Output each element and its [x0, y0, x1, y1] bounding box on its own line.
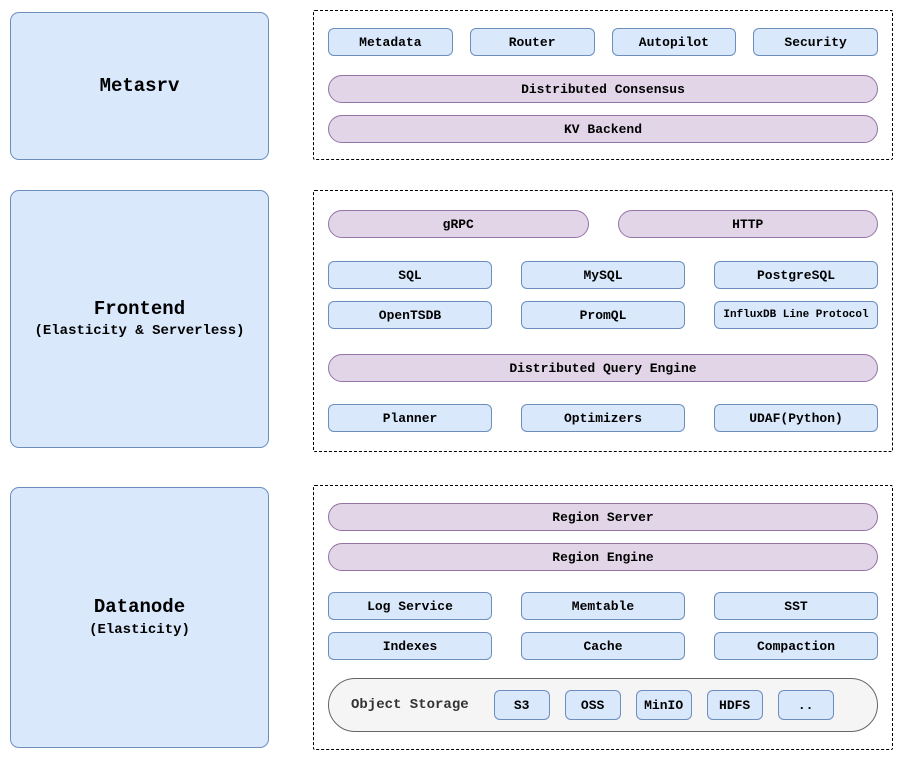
- pill-region-engine: Region Engine: [328, 543, 878, 571]
- metasrv-modules-row: Metadata Router Autopilot Security: [328, 28, 878, 56]
- panel-datanode-title: Datanode: [93, 596, 186, 618]
- frontend-protocols-row1: SQL MySQL PostgreSQL: [328, 261, 878, 289]
- pill-region-server: Region Server: [328, 503, 878, 531]
- box-influxdb-line-protocol: InfluxDB Line Protocol: [714, 301, 878, 329]
- box-opentsdb: OpenTSDB: [328, 301, 492, 329]
- box-optimizers: Optimizers: [521, 404, 685, 432]
- box-compaction: Compaction: [714, 632, 878, 660]
- box-planner: Planner: [328, 404, 492, 432]
- panel-frontend: Frontend (Elasticity & Serverless): [10, 190, 269, 448]
- box-sst: SST: [714, 592, 878, 620]
- box-udaf-python: UDAF(Python): [714, 404, 878, 432]
- box-mysql: MySQL: [521, 261, 685, 289]
- datanode-components-container: Region Server Region Engine Log Service …: [313, 485, 893, 750]
- box-memtable: Memtable: [521, 592, 685, 620]
- box-indexes: Indexes: [328, 632, 492, 660]
- panel-datanode-subtitle: (Elasticity): [89, 621, 190, 638]
- pill-grpc: gRPC: [328, 210, 589, 238]
- panel-metasrv: Metasrv: [10, 12, 269, 160]
- datanode-modules-row1: Log Service Memtable SST: [328, 592, 878, 620]
- box-autopilot: Autopilot: [611, 28, 737, 56]
- box-security: Security: [753, 28, 878, 56]
- box-hdfs: HDFS: [706, 690, 763, 720]
- frontend-entry-row: gRPC HTTP: [328, 210, 878, 238]
- pill-distributed-consensus: Distributed Consensus: [328, 75, 878, 103]
- metasrv-components-container: Metadata Router Autopilot Security Distr…: [313, 10, 893, 160]
- box-promql: PromQL: [521, 301, 685, 329]
- frontend-protocols-row2: OpenTSDB PromQL InfluxDB Line Protocol: [328, 301, 878, 329]
- box-sql: SQL: [328, 261, 492, 289]
- frontend-query-modules-row: Planner Optimizers UDAF(Python): [328, 404, 878, 432]
- box-metadata: Metadata: [328, 28, 453, 56]
- box-postgresql: PostgreSQL: [714, 261, 878, 289]
- frontend-components-container: gRPC HTTP SQL MySQL PostgreSQL OpenTSDB …: [313, 190, 893, 452]
- panel-datanode: Datanode (Elasticity): [10, 487, 269, 748]
- box-other-backends: ..: [777, 690, 834, 720]
- datanode-modules-row2: Indexes Cache Compaction: [328, 632, 878, 660]
- box-oss: OSS: [564, 690, 621, 720]
- box-minio: MinIO: [635, 690, 692, 720]
- pill-kv-backend: KV Backend: [328, 115, 878, 143]
- pill-http: HTTP: [617, 210, 878, 238]
- box-router: Router: [469, 28, 595, 56]
- panel-frontend-title: Frontend: [93, 297, 186, 320]
- box-log-service: Log Service: [328, 592, 492, 620]
- object-storage-group: Object Storage S3 OSS MinIO HDFS ..: [328, 678, 878, 732]
- panel-metasrv-title: Metasrv: [99, 74, 180, 97]
- object-storage-label: Object Storage: [351, 697, 469, 713]
- pill-distributed-query-engine: Distributed Query Engine: [328, 354, 878, 382]
- box-cache: Cache: [521, 632, 685, 660]
- panel-frontend-subtitle: (Elasticity & Serverless): [34, 323, 245, 340]
- box-s3: S3: [493, 690, 550, 720]
